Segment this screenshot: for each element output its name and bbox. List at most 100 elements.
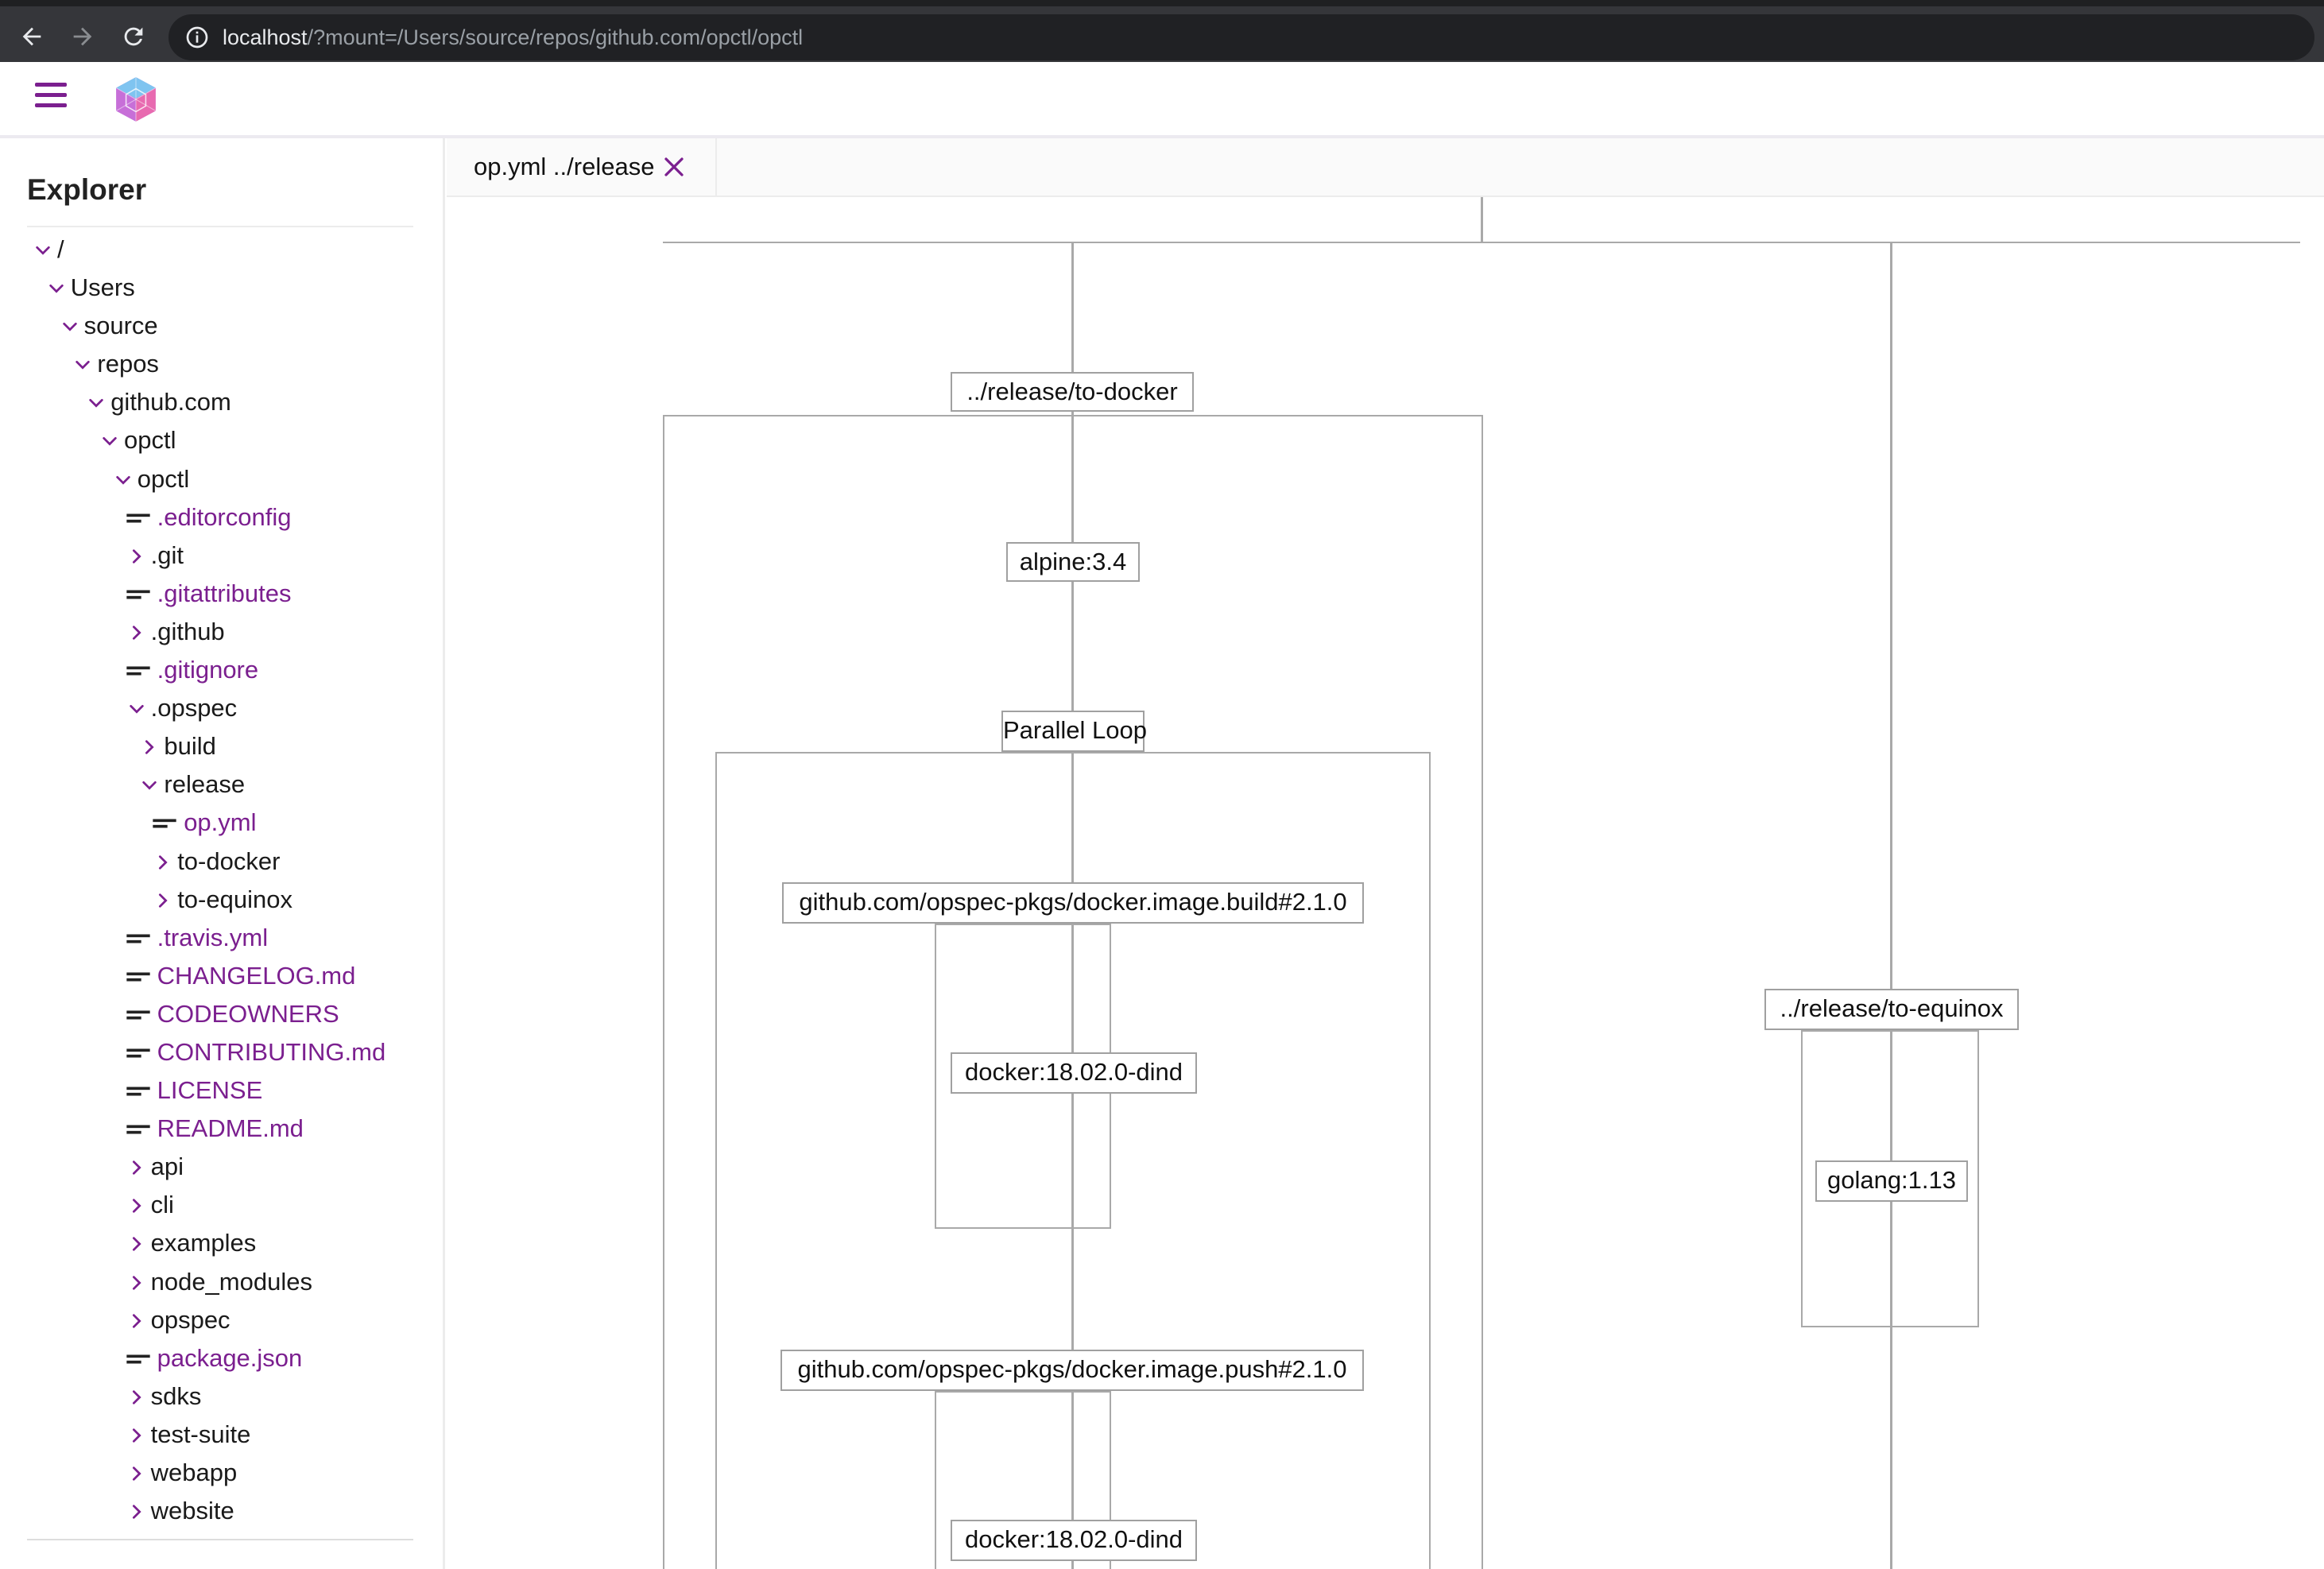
reload-button[interactable] bbox=[116, 19, 151, 54]
node-parallel-loop[interactable]: Parallel Loop bbox=[1001, 711, 1147, 752]
tree-folder[interactable]: Users bbox=[0, 269, 443, 307]
tree-folder[interactable]: repos bbox=[0, 345, 443, 383]
file-lines-icon bbox=[126, 1087, 150, 1096]
tree-folder[interactable]: to-docker bbox=[0, 843, 443, 881]
tree-file[interactable]: CONTRIBUTING.md bbox=[0, 1033, 443, 1071]
tree-folder[interactable]: opctl bbox=[0, 421, 443, 459]
tree-folder[interactable]: build bbox=[0, 727, 443, 765]
tree-file[interactable]: op.yml bbox=[0, 804, 443, 842]
tree-item-label: api bbox=[150, 1153, 184, 1181]
chevron-right-icon[interactable] bbox=[127, 1235, 146, 1253]
arrow-right-icon bbox=[73, 27, 92, 46]
file-lines-icon bbox=[126, 1010, 150, 1020]
tree-item-label: sdks bbox=[150, 1381, 202, 1410]
forward-button[interactable] bbox=[65, 19, 100, 54]
node-golang[interactable]: golang:1.13 bbox=[1815, 1160, 1968, 1202]
tree-folder[interactable]: .github bbox=[0, 613, 443, 651]
chevron-right-icon[interactable] bbox=[140, 738, 159, 756]
tree-file[interactable]: .gitattributes bbox=[0, 575, 443, 613]
arrow-left-icon bbox=[22, 27, 41, 46]
chevron-right-icon[interactable] bbox=[127, 1159, 146, 1176]
tree-folder[interactable]: opctl bbox=[0, 460, 443, 498]
tree-folder[interactable]: .opspec bbox=[0, 689, 443, 727]
chevron-down-icon[interactable] bbox=[140, 777, 159, 794]
chevron-right-icon[interactable] bbox=[127, 624, 146, 641]
tree-folder[interactable]: cli bbox=[0, 1186, 443, 1224]
op-graph-canvas: ../release/to-docker alpine:3.4 Parallel… bbox=[447, 197, 2324, 1569]
chevron-down-icon[interactable] bbox=[127, 700, 146, 718]
tree-folder[interactable]: release bbox=[0, 765, 443, 804]
node-docker-dind[interactable]: docker:18.02.0-dind bbox=[951, 1052, 1197, 1094]
tree-folder[interactable]: api bbox=[0, 1148, 443, 1186]
divider bbox=[27, 226, 413, 227]
tree-file[interactable]: README.md bbox=[0, 1110, 443, 1148]
tree-item-label: repos bbox=[97, 350, 159, 378]
sidebar-scroll-edge bbox=[27, 1539, 413, 1540]
hamburger-menu-icon[interactable] bbox=[35, 83, 73, 114]
tab-op-yml[interactable]: op.yml ../release bbox=[447, 138, 717, 196]
tree-file[interactable]: .editorconfig bbox=[0, 498, 443, 537]
chevron-right-icon[interactable] bbox=[127, 1274, 146, 1292]
tree-file[interactable]: LICENSE bbox=[0, 1071, 443, 1110]
chevron-down-icon[interactable] bbox=[100, 432, 119, 450]
tree-folder[interactable]: to-equinox bbox=[0, 881, 443, 919]
tree-item-label: .github bbox=[150, 617, 225, 645]
tree-folder[interactable]: sdks bbox=[0, 1377, 443, 1416]
tree-file[interactable]: .gitignore bbox=[0, 651, 443, 689]
tree-item-label: to-docker bbox=[177, 846, 281, 875]
tree-file[interactable]: package.json bbox=[0, 1339, 443, 1377]
chevron-right-icon[interactable] bbox=[127, 1389, 146, 1406]
tree-folder[interactable]: examples bbox=[0, 1224, 443, 1262]
chevron-right-icon[interactable] bbox=[127, 1465, 146, 1482]
back-button[interactable] bbox=[14, 19, 49, 54]
node-docker-image-build[interactable]: github.com/opspec-pkgs/docker.image.buil… bbox=[782, 882, 1364, 924]
tree-folder[interactable]: test-suite bbox=[0, 1416, 443, 1454]
tree-folder[interactable]: github.com bbox=[0, 383, 443, 421]
close-icon[interactable] bbox=[662, 155, 686, 179]
chevron-down-icon[interactable] bbox=[47, 280, 66, 297]
tree-item-label: opctl bbox=[124, 426, 176, 455]
tree-folder[interactable]: .git bbox=[0, 537, 443, 575]
tree-folder[interactable]: / bbox=[0, 231, 443, 269]
tree-item-label: .editorconfig bbox=[157, 502, 292, 531]
explorer-title: Explorer bbox=[27, 173, 147, 206]
opctl-logo bbox=[115, 77, 157, 122]
tree-folder[interactable]: website bbox=[0, 1492, 443, 1530]
chevron-right-icon[interactable] bbox=[153, 854, 172, 871]
url-text[interactable]: localhost/?mount=/Users/source/repos/git… bbox=[223, 24, 803, 51]
tree-file[interactable]: CODEOWNERS bbox=[0, 995, 443, 1033]
tree-folder[interactable]: source bbox=[0, 307, 443, 345]
chevron-down-icon[interactable] bbox=[33, 242, 52, 259]
node-alpine[interactable]: alpine:3.4 bbox=[1006, 542, 1140, 582]
tree-file[interactable]: CHANGELOG.md bbox=[0, 957, 443, 995]
graph-edge bbox=[663, 242, 2300, 243]
node-to-equinox[interactable]: ../release/to-equinox bbox=[1764, 989, 2019, 1030]
chevron-right-icon[interactable] bbox=[127, 1427, 146, 1444]
chevron-down-icon[interactable] bbox=[73, 356, 92, 374]
node-docker-dind[interactable]: docker:18.02.0-dind bbox=[951, 1520, 1197, 1561]
node-to-docker[interactable]: ../release/to-docker bbox=[951, 372, 1194, 412]
tree-item-label: opctl bbox=[137, 464, 190, 493]
tab-bar: op.yml ../release bbox=[447, 138, 2324, 197]
chevron-right-icon[interactable] bbox=[127, 1503, 146, 1521]
tree-item-label: / bbox=[57, 235, 64, 263]
chevron-down-icon[interactable] bbox=[87, 394, 106, 412]
tree-folder[interactable]: node_modules bbox=[0, 1263, 443, 1301]
chevron-right-icon[interactable] bbox=[153, 892, 172, 909]
app-header bbox=[0, 62, 2324, 138]
tree-item-label: CODEOWNERS bbox=[157, 999, 339, 1028]
chevron-right-icon[interactable] bbox=[127, 1312, 146, 1330]
info-icon[interactable] bbox=[184, 25, 210, 50]
chevron-down-icon[interactable] bbox=[60, 318, 79, 335]
tab-label: op.yml ../release bbox=[474, 153, 655, 180]
chevron-right-icon[interactable] bbox=[127, 1197, 146, 1215]
chevron-down-icon[interactable] bbox=[114, 471, 133, 489]
address-bar[interactable]: localhost/?mount=/Users/source/repos/git… bbox=[168, 14, 2314, 60]
tree-file[interactable]: .travis.yml bbox=[0, 919, 443, 957]
tree-folder[interactable]: opspec bbox=[0, 1301, 443, 1339]
node-docker-image-push[interactable]: github.com/opspec-pkgs/docker.image.push… bbox=[780, 1350, 1364, 1391]
chevron-right-icon[interactable] bbox=[127, 548, 146, 565]
file-lines-icon bbox=[126, 666, 150, 676]
tree-folder[interactable]: webapp bbox=[0, 1454, 443, 1492]
